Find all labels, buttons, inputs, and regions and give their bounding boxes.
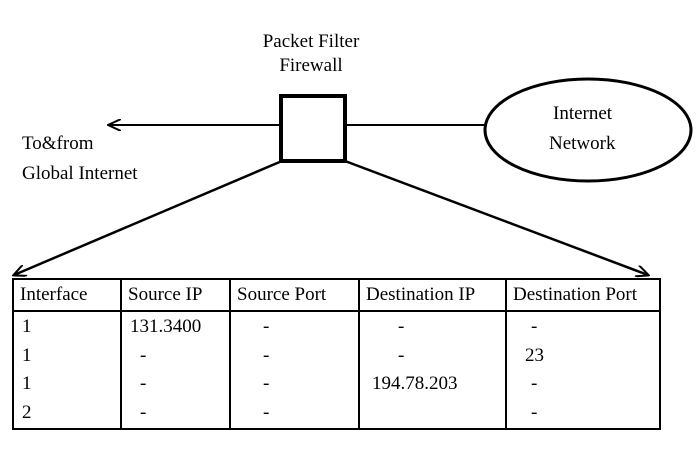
cell-destination-port: - — [505, 311, 661, 342]
header-destination-port: Destination Port — [505, 278, 661, 312]
header-interface: Interface — [12, 278, 122, 312]
cell-destination-ip — [358, 398, 507, 431]
internet-network-line1: Internet — [553, 103, 613, 124]
global-internet-line2: Global Internet — [22, 163, 138, 184]
cell-source-ip: - — [120, 398, 231, 431]
table-row: 1 - - 194.78.203 - — [12, 369, 661, 399]
header-source-port: Source Port — [229, 278, 360, 312]
internet-network-ellipse — [483, 77, 693, 183]
firewall-box — [279, 94, 347, 163]
table-row: 1 131.3400 - - - — [12, 311, 661, 342]
cell-destination-ip: - — [358, 311, 507, 342]
cell-interface: 1 — [12, 369, 122, 399]
header-destination-ip: Destination IP — [358, 278, 507, 312]
cell-interface: 1 — [12, 341, 122, 370]
cell-destination-port: - — [505, 398, 661, 431]
firewall-title-line1: Packet Filter — [262, 31, 360, 52]
cell-interface: 2 — [12, 398, 122, 431]
cell-interface: 1 — [12, 311, 122, 342]
table-row: 2 - - - — [12, 398, 661, 431]
internet-network-label: Internet Network — [549, 102, 615, 156]
cell-source-ip: - — [120, 369, 231, 399]
internet-network-line2: Network — [549, 133, 616, 154]
global-internet-line1: To&from — [22, 133, 94, 154]
cell-source-port: - — [229, 398, 360, 431]
firewall-title-line2: Firewall — [279, 55, 343, 76]
cell-destination-ip: 194.78.203 — [358, 369, 507, 399]
header-source-ip: Source IP — [120, 278, 231, 312]
table-row: 1 - - - 23 — [12, 341, 661, 370]
cell-source-port: - — [229, 341, 360, 370]
cell-destination-ip: - — [358, 341, 507, 370]
filter-rule-table: Interface Source IP Source Port Destinat… — [12, 278, 661, 431]
expand-right-arrow — [344, 159, 648, 275]
cell-source-ip: - — [120, 341, 231, 370]
cell-destination-port: 23 — [505, 341, 661, 370]
cell-destination-port: - — [505, 369, 661, 399]
cell-source-port: - — [229, 369, 360, 399]
global-internet-label: To&from Global Internet — [22, 132, 138, 186]
firewall-title: Packet Filter Firewall — [246, 30, 376, 78]
table-header-row: Interface Source IP Source Port Destinat… — [12, 278, 661, 312]
expand-left-arrow — [14, 159, 283, 275]
cell-source-port: - — [229, 311, 360, 342]
cell-source-ip: 131.3400 — [120, 311, 231, 342]
